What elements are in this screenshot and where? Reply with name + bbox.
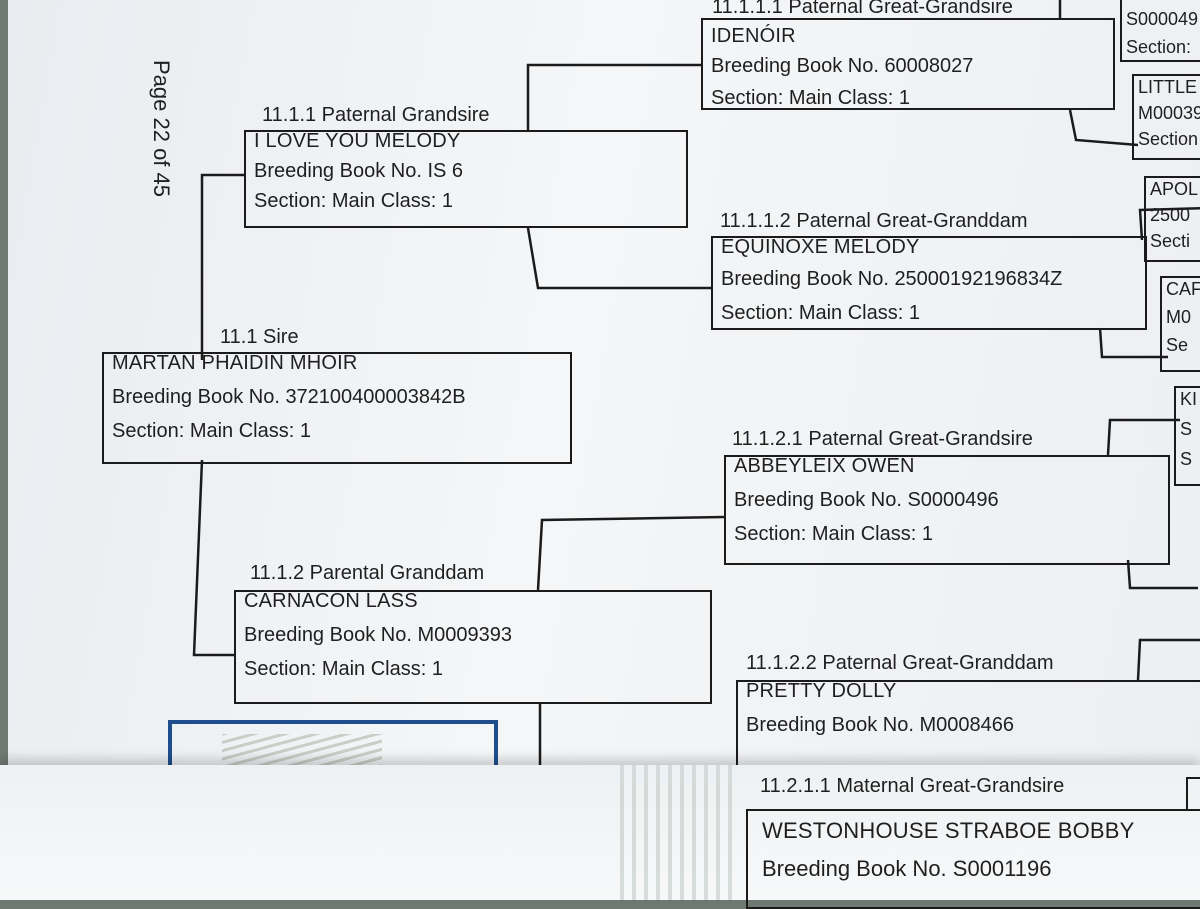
great-granddam-2-name: PRETTY DOLLY [746,679,1200,703]
great-grandsire-2-name: ABBEYLEIX OWEN [734,454,1160,478]
sire-breeding-book: Breeding Book No. 372100400003842B [112,385,562,409]
paternal-grandsire-label: 11.1.1 Paternal Grandsire [262,104,490,127]
paternal-grandsire-breeding-book: Breeding Book No. IS 6 [254,159,678,183]
maternal-great-grandsire-label: 11.2.1.1 Maternal Great-Grandsire [760,775,1064,798]
sire-label: 11.1 Sire [220,326,299,349]
page-number: Page 22 of 45 [148,60,174,197]
overlapping-sheet: 11.2.1.1 Maternal Great-Grandsire WESTON… [0,765,1200,900]
great-granddam-1-breeding-book: Breeding Book No. 25000192196834Z [721,267,1137,291]
sire-box: MARTAN PHAIDIN MHOIR Breeding Book No. 3… [102,352,572,464]
great-grandsire-2-breeding-book: Breeding Book No. S0000496 [734,488,1160,512]
parental-granddam-name: CARNACON LASS [244,589,702,613]
great-granddam-2-label: 11.1.2.2 Paternal Great-Granddam [746,652,1054,675]
edge-fragment-5: KI S S [1174,386,1200,486]
parental-granddam-breeding-book: Breeding Book No. M0009393 [244,623,702,647]
great-grandsire-2-label: 11.1.2.1 Paternal Great-Grandsire [732,428,1033,451]
watermark-stripes-icon [620,765,740,900]
great-grandsire-1-label: 11.1.1.1 Paternal Great-Grandsire [712,0,1013,19]
edge-fragment-2: LITTLE M00039 Section [1132,74,1200,160]
great-grandsire-2-box: ABBEYLEIX OWEN Breeding Book No. S000049… [724,455,1170,565]
edge-fragment-1: S000049 Section: [1120,0,1200,62]
paternal-grandsire-section: Section: Main Class: 1 [254,189,678,213]
sire-name: MARTAN PHAIDIN MHOIR [112,351,562,375]
great-granddam-1-label: 11.1.1.2 Paternal Great-Granddam [720,210,1028,233]
paternal-grandsire-name: I LOVE YOU MELODY [254,129,678,153]
edge-fragment-3: APOL 2500 Secti [1144,176,1200,262]
parental-granddam-box: CARNACON LASS Breeding Book No. M0009393… [234,590,712,704]
sire-section: Section: Main Class: 1 [112,419,562,443]
great-grandsire-2-section: Section: Main Class: 1 [734,522,1160,546]
edge-fragment-4: CAF M0 Se [1160,276,1200,372]
maternal-great-grandsire-name: WESTONHOUSE STRABOE BOBBY [762,819,1198,843]
great-granddam-2-breeding-book: Breeding Book No. M0008466 [746,713,1200,737]
great-grandsire-1-section: Section: Main Class: 1 [711,86,1105,110]
great-grandsire-1-breeding-book: Breeding Book No. 60008027 [711,54,1105,78]
edge-fragment-6 [1186,777,1200,811]
great-granddam-1-box: EQUINOXE MELODY Breeding Book No. 250001… [711,236,1147,330]
great-granddam-1-section: Section: Main Class: 1 [721,301,1137,325]
great-grandsire-1-box: IDENÓIR Breeding Book No. 60008027 Secti… [701,18,1115,110]
maternal-great-grandsire-breeding-book: Breeding Book No. S0001196 [762,857,1198,881]
maternal-great-grandsire-box: WESTONHOUSE STRABOE BOBBY Breeding Book … [746,809,1200,909]
great-granddam-1-name: EQUINOXE MELODY [721,235,1137,259]
great-grandsire-1-name: IDENÓIR [711,24,1105,48]
parental-granddam-label: 11.1.2 Parental Granddam [250,562,484,585]
parental-granddam-section: Section: Main Class: 1 [244,657,702,681]
paternal-grandsire-box: I LOVE YOU MELODY Breeding Book No. IS 6… [244,130,688,228]
